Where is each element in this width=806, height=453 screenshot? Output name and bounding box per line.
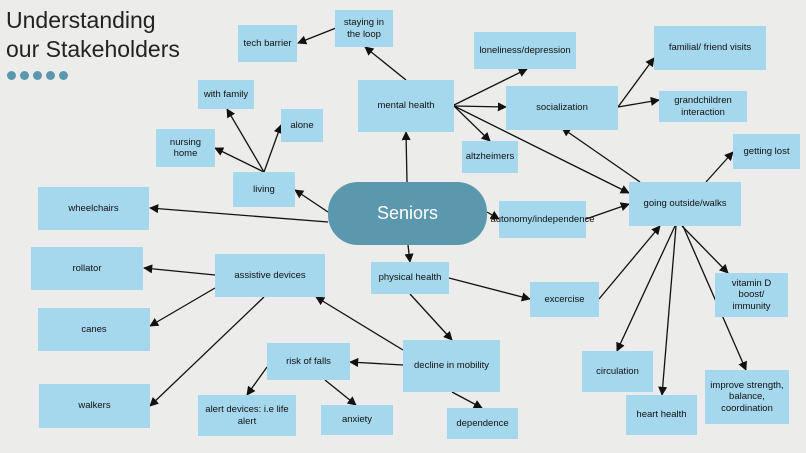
- center-node-seniors: Seniors: [328, 182, 487, 245]
- node-rollator: rollator: [31, 247, 143, 290]
- edge-decline-mobility-to-assistive-devices: [315, 296, 404, 351]
- node-familial-friend-visits: familial/ friend visits: [654, 26, 766, 70]
- node-circulation: circulation: [582, 351, 653, 392]
- node-going-outside-walks: going outside/walks: [629, 182, 741, 226]
- edge-socialization-to-grandchildren: [617, 96, 660, 108]
- edge-socialization-to-family-visits: [617, 57, 655, 108]
- edge-seniors-to-wheelchairs: [149, 204, 329, 223]
- edge-going-outside-to-vitamin-d: [681, 225, 729, 274]
- edge-seniors-to-physical-health: [404, 244, 414, 263]
- node-nursing-home: nursing home: [156, 129, 215, 167]
- edge-autonomy-to-going-outside: [585, 202, 630, 220]
- edge-decline-mobility-to-dependence: [451, 391, 483, 409]
- edge-physical-health-to-decline-mobility: [409, 293, 453, 341]
- edge-living-to-with-family: [226, 108, 265, 173]
- node-staying-in-the-loop: staying in the loop: [335, 10, 393, 47]
- node-anxiety: anxiety: [321, 405, 393, 435]
- node-decline-in-mobility: decline in mobility: [403, 340, 500, 392]
- edge-going-outside-to-improve-strength: [682, 225, 747, 371]
- node-living: living: [233, 172, 295, 207]
- dot-icon: [7, 71, 16, 80]
- node-exercise: excercise: [530, 282, 599, 317]
- edge-going-outside-to-socialization: [561, 127, 641, 183]
- edge-assistive-devices-to-walkers: [149, 296, 265, 407]
- node-physical-health: physical health: [371, 262, 449, 294]
- edge-living-to-alone: [263, 124, 283, 173]
- node-altzheimers: altzheimers: [462, 141, 518, 173]
- edge-exercise-to-going-outside: [598, 225, 661, 300]
- decorative-dots: [7, 67, 72, 85]
- node-risk-of-falls: risk of falls: [267, 343, 350, 380]
- node-vitamin-d: vitamin D boost/ immunity: [715, 273, 788, 317]
- node-improve-strength: improve strength, balance, coordination: [705, 370, 789, 424]
- node-walkers: walkers: [39, 384, 150, 428]
- node-mental-health: mental health: [358, 80, 454, 132]
- node-dependence: dependence: [447, 408, 518, 439]
- node-alert-devices: alert devices: i.e life alert: [198, 395, 296, 436]
- edge-assistive-devices-to-rollator: [143, 264, 216, 276]
- edge-going-outside-to-circulation: [616, 225, 676, 352]
- node-autonomy-independence: autonomy/independence: [490, 201, 595, 238]
- node-wheelchairs: wheelchairs: [38, 187, 149, 230]
- node-getting-lost: getting lost: [733, 134, 800, 169]
- edge-mental-health-to-altzheimers: [453, 105, 491, 142]
- node-canes: canes: [38, 308, 150, 351]
- dot-icon: [46, 71, 55, 80]
- node-tech-barrier: tech barrier: [238, 25, 297, 62]
- dot-icon: [20, 71, 29, 80]
- edge-living-to-nursing-home: [214, 147, 265, 173]
- title-line-2: our Stakeholders: [6, 36, 180, 62]
- page-title: Understanding our Stakeholders: [6, 6, 180, 64]
- edge-staying-in-loop-to-tech-barrier: [297, 27, 337, 45]
- edge-mental-health-to-going-outside: [453, 105, 630, 194]
- edge-going-outside-to-getting-lost: [705, 151, 734, 183]
- edge-going-outside-to-heart-health: [658, 225, 677, 396]
- node-alone: alone: [281, 109, 323, 142]
- edge-seniors-to-living: [294, 189, 329, 213]
- edge-risk-of-falls-to-alert-devices: [246, 366, 268, 396]
- node-assistive-devices: assistive devices: [215, 254, 325, 297]
- node-heart-health: heart health: [626, 395, 697, 435]
- title-line-1: Understanding: [6, 7, 156, 33]
- dot-icon: [33, 71, 42, 80]
- edge-risk-of-falls-to-anxiety: [324, 379, 357, 406]
- edge-seniors-to-mental-health: [401, 131, 411, 183]
- edge-assistive-devices-to-canes: [149, 287, 216, 327]
- node-grandchildren-interaction: grandchildren interaction: [659, 91, 747, 122]
- edge-mental-health-to-socialization: [453, 102, 507, 112]
- edge-mental-health-to-loneliness: [453, 68, 528, 106]
- edge-seniors-to-autonomy: [486, 210, 500, 220]
- edge-decline-mobility-to-risk-of-falls: [349, 357, 404, 368]
- edge-physical-health-to-exercise: [448, 277, 531, 302]
- node-with-family: with family: [198, 80, 254, 109]
- node-socialization: socialization: [506, 86, 618, 130]
- dot-icon: [59, 71, 68, 80]
- node-loneliness-depression: loneliness/depression: [474, 32, 576, 69]
- edge-mental-health-to-staying-in-loop: [364, 46, 407, 81]
